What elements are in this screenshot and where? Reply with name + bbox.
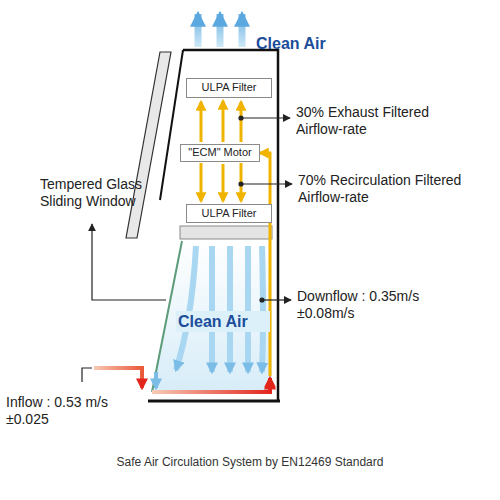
box-label: ULPA Filter (198, 81, 261, 94)
measurement-label: Downflow : 0.35m/s ±0.08m/s (297, 288, 447, 322)
air-label: Clean Air (256, 34, 366, 53)
box-label: "ECM" Motor (184, 146, 255, 159)
return-inflow-head (268, 378, 272, 392)
downflow-arrows (176, 246, 263, 372)
callout-text: 70% Recirculation Filtered Airflow-rate (298, 172, 468, 206)
motor-box: "ECM" Motor (180, 144, 260, 162)
return-airflow (260, 153, 270, 376)
base-plate (148, 400, 280, 403)
leader-lines (92, 116, 292, 302)
inflow-bracket (82, 368, 92, 382)
inflow-arrow (94, 368, 142, 388)
air-label: Clean Air (176, 311, 270, 332)
airflow-arrows (201, 102, 241, 201)
part-label: Tempered Glass Sliding Window (40, 176, 158, 210)
glass-sash (126, 52, 171, 238)
airflow-connector (222, 164, 225, 201)
figure-caption: Safe Air Circulation System by EN12469 S… (100, 455, 400, 471)
measurement-label: Inflow : 0.53 m/s ±0.025 (6, 394, 146, 428)
return-inflow (152, 380, 270, 392)
box-label: ULPA Filter (198, 207, 261, 220)
work-zone (152, 241, 272, 392)
airflow-connector (222, 101, 225, 142)
front-grille-arrow (154, 372, 158, 388)
filter-box: ULPA Filter (186, 204, 272, 223)
diffuser-plate (180, 226, 272, 239)
filter-box: ULPA Filter (186, 78, 272, 98)
exhaust-arrows (198, 14, 242, 47)
callout-text: 30% Exhaust Filtered Airflow-rate (296, 104, 456, 138)
front-glass (152, 241, 182, 392)
